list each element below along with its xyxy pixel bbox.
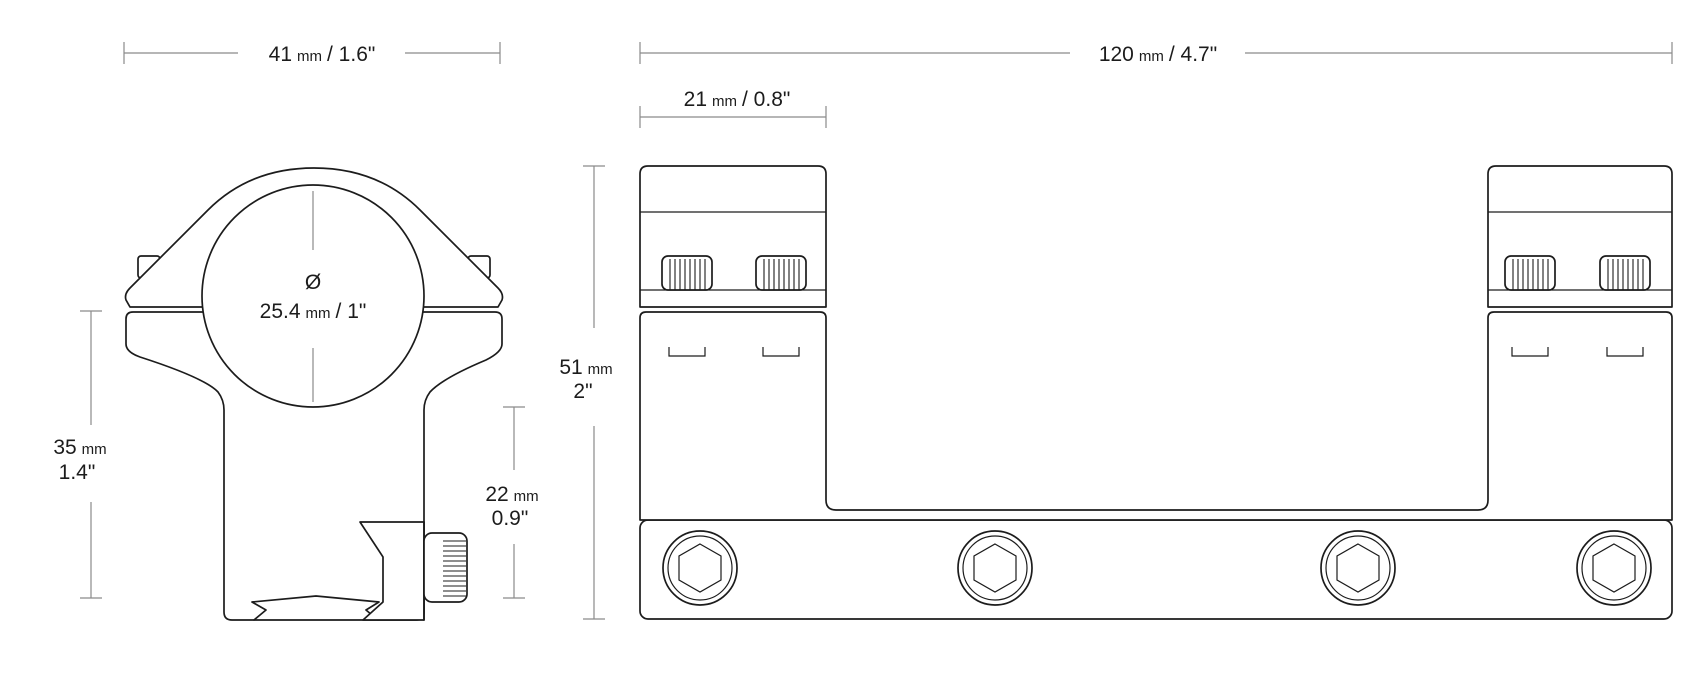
hex-bolt-1 — [662, 530, 738, 606]
dim-label-51mm-imperial: 2" — [573, 380, 592, 403]
dim-line-21mm — [639, 106, 827, 128]
dim-line-22mm — [503, 406, 525, 599]
cap-screw-2 — [755, 255, 807, 291]
dim-line-41mm — [123, 42, 501, 64]
cap-slots — [668, 347, 1644, 357]
mount-side-view — [639, 165, 1673, 620]
rail-base — [639, 519, 1673, 620]
dim-line-120mm — [639, 42, 1673, 64]
diameter-symbol: Ø — [305, 271, 321, 294]
scope-tube-circle — [201, 184, 425, 408]
cap-screw-3 — [1504, 255, 1556, 291]
dimension-lines — [80, 42, 1673, 620]
mount-body — [639, 311, 1673, 521]
hex-bolt-4 — [1576, 530, 1652, 606]
recoil-lug — [251, 595, 380, 621]
dim-label-22mm-imperial: 0.9" — [492, 507, 529, 530]
ring-front-view — [124, 167, 504, 621]
hex-bolt-2 — [957, 530, 1033, 606]
cap-screw-4 — [1599, 255, 1651, 291]
dim-line-51mm — [583, 165, 605, 620]
dim-label-35mm-imperial: 1.4" — [59, 461, 96, 484]
hex-bolt-3 — [1320, 530, 1396, 606]
clamp-knob-knurling — [443, 540, 466, 597]
cap-screw-1 — [661, 255, 713, 291]
dim-line-35mm — [80, 310, 102, 599]
clamp-knob — [423, 532, 468, 603]
